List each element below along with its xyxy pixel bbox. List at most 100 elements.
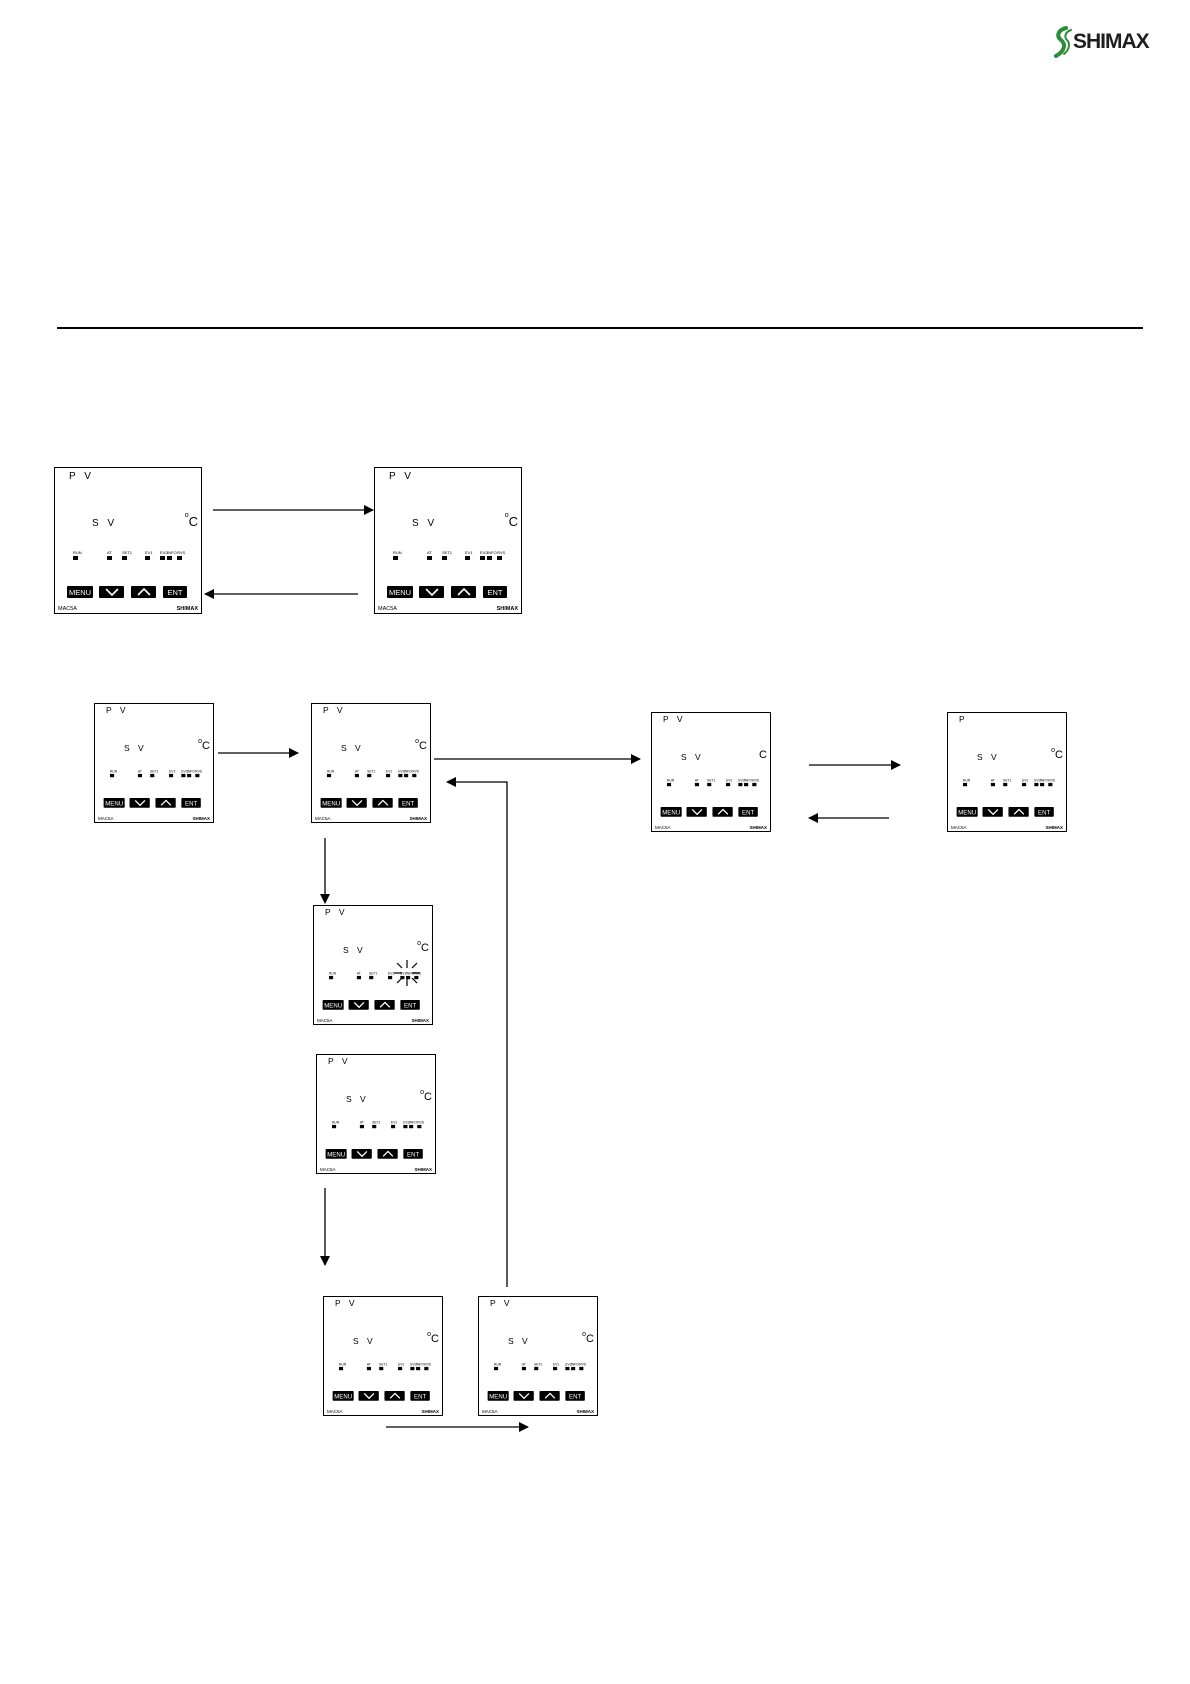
- ent-button[interactable]: ENT: [1034, 807, 1054, 817]
- menu-button[interactable]: MENU: [67, 586, 93, 598]
- led-label: RVS: [497, 550, 506, 555]
- down-button[interactable]: [982, 807, 1003, 817]
- led-square: [372, 1124, 377, 1129]
- led-square: [403, 1124, 408, 1129]
- menu-button[interactable]: MENU: [660, 807, 682, 817]
- led-square: [1048, 782, 1053, 787]
- led-square: [356, 975, 361, 980]
- ent-button[interactable]: ENT: [565, 1391, 585, 1401]
- led-square: [417, 1124, 422, 1129]
- up-button[interactable]: [377, 1149, 398, 1159]
- down-button[interactable]: [686, 807, 707, 817]
- led-label: INFO: [1040, 778, 1048, 783]
- chevron-up-icon: [377, 799, 388, 806]
- led-label: RVS: [752, 778, 759, 783]
- led-square: [579, 1366, 584, 1371]
- led-square: [409, 1124, 414, 1129]
- unit-celsius: oC: [427, 1331, 439, 1345]
- down-button[interactable]: [358, 1391, 379, 1401]
- led-label: RUN: [329, 971, 337, 976]
- sv-label: S V: [977, 752, 1000, 762]
- unit-letter: C: [508, 514, 518, 529]
- menu-button[interactable]: MENU: [325, 1149, 347, 1159]
- menu-button[interactable]: MENU: [387, 586, 413, 598]
- led-row: RUN AT SET1 EV1 EV2 INFO RVS: [393, 550, 517, 564]
- up-button[interactable]: [1008, 807, 1029, 817]
- up-button[interactable]: [451, 586, 476, 598]
- led-square: [487, 556, 492, 560]
- menu-button[interactable]: MENU: [956, 807, 978, 817]
- led-label: RVS: [195, 769, 202, 774]
- ent-button[interactable]: ENT: [483, 586, 507, 598]
- led-square: [150, 773, 155, 778]
- unit-letter: C: [188, 514, 198, 529]
- led-label: RUN: [963, 778, 971, 783]
- led-square: [744, 782, 749, 787]
- unit-letter: C: [586, 1333, 594, 1345]
- ent-button[interactable]: ENT: [163, 586, 187, 598]
- sv-label: S V: [92, 518, 118, 529]
- led-label: RUN: [667, 778, 675, 783]
- pv-label: P: [959, 714, 968, 724]
- led-label: EV2: [738, 778, 745, 783]
- sv-label: S V: [681, 752, 704, 762]
- led-square: [169, 773, 174, 778]
- led-label: EV2: [181, 769, 188, 774]
- led-square: [565, 1366, 570, 1371]
- chevron-up-icon: [379, 1001, 390, 1008]
- down-button[interactable]: [513, 1391, 534, 1401]
- ent-button[interactable]: ENT: [738, 807, 758, 817]
- led-label: AT: [694, 778, 699, 783]
- model-label: MAC5A: [327, 1409, 343, 1414]
- chevron-down-icon: [987, 808, 998, 816]
- led-label: EV1: [398, 1362, 405, 1367]
- led-square: [424, 1366, 429, 1371]
- up-button[interactable]: [384, 1391, 405, 1401]
- led-label: AT: [359, 1120, 364, 1125]
- pv-label: P V: [663, 714, 686, 724]
- up-button[interactable]: [539, 1391, 560, 1401]
- unit-celsius: oC: [420, 1089, 432, 1103]
- down-button[interactable]: [419, 586, 444, 598]
- up-button[interactable]: [712, 807, 733, 817]
- ent-button[interactable]: ENT: [181, 798, 201, 808]
- led-square: [521, 1366, 526, 1371]
- degree-mark: o: [504, 512, 509, 519]
- down-button[interactable]: [346, 798, 367, 808]
- down-button[interactable]: [129, 798, 150, 808]
- up-button[interactable]: [372, 798, 393, 808]
- controller-panel-p8: P V S V oC RUN AT SET1 EV1 EV2 INFO RVS …: [316, 1054, 436, 1174]
- ent-button[interactable]: ENT: [398, 798, 418, 808]
- model-label: MAC5A: [482, 1409, 498, 1414]
- led-label: SET1: [1003, 778, 1012, 783]
- led-label: SET1: [122, 550, 133, 555]
- led-label: INFO: [416, 1362, 424, 1367]
- panel-brand-label: SHIMAX: [1045, 825, 1063, 830]
- unit-celsius: C: [759, 749, 767, 761]
- up-button[interactable]: [374, 1000, 395, 1010]
- led-square: [160, 556, 165, 560]
- unit-letter: C: [421, 942, 429, 954]
- led-label: EV2: [403, 1120, 410, 1125]
- menu-button[interactable]: MENU: [332, 1391, 354, 1401]
- menu-button[interactable]: MENU: [320, 798, 342, 808]
- ent-button[interactable]: ENT: [410, 1391, 430, 1401]
- down-button[interactable]: [99, 586, 124, 598]
- menu-button[interactable]: MENU: [322, 1000, 344, 1010]
- pv-label: P V: [325, 907, 348, 917]
- chevron-up-icon: [382, 1150, 393, 1157]
- menu-button[interactable]: MENU: [487, 1391, 509, 1401]
- led-label: EV1: [553, 1362, 560, 1367]
- down-button[interactable]: [348, 1000, 369, 1010]
- brand-logo-text: SHIMAX: [1073, 30, 1150, 53]
- led-label: EV1: [465, 550, 473, 555]
- led-square: [366, 1366, 371, 1371]
- ent-button[interactable]: ENT: [403, 1149, 423, 1159]
- up-button[interactable]: [131, 586, 156, 598]
- menu-button[interactable]: MENU: [103, 798, 125, 808]
- up-button[interactable]: [155, 798, 176, 808]
- controller-panel-p1: P V S V oC RUN AT SET1 EV1 EV2 INFO RVS …: [54, 467, 202, 614]
- controller-panel-p10: P V S V oC RUN AT SET1 EV1 EV2 INFO RVS …: [478, 1296, 598, 1416]
- ent-button[interactable]: ENT: [400, 1000, 420, 1010]
- down-button[interactable]: [351, 1149, 372, 1159]
